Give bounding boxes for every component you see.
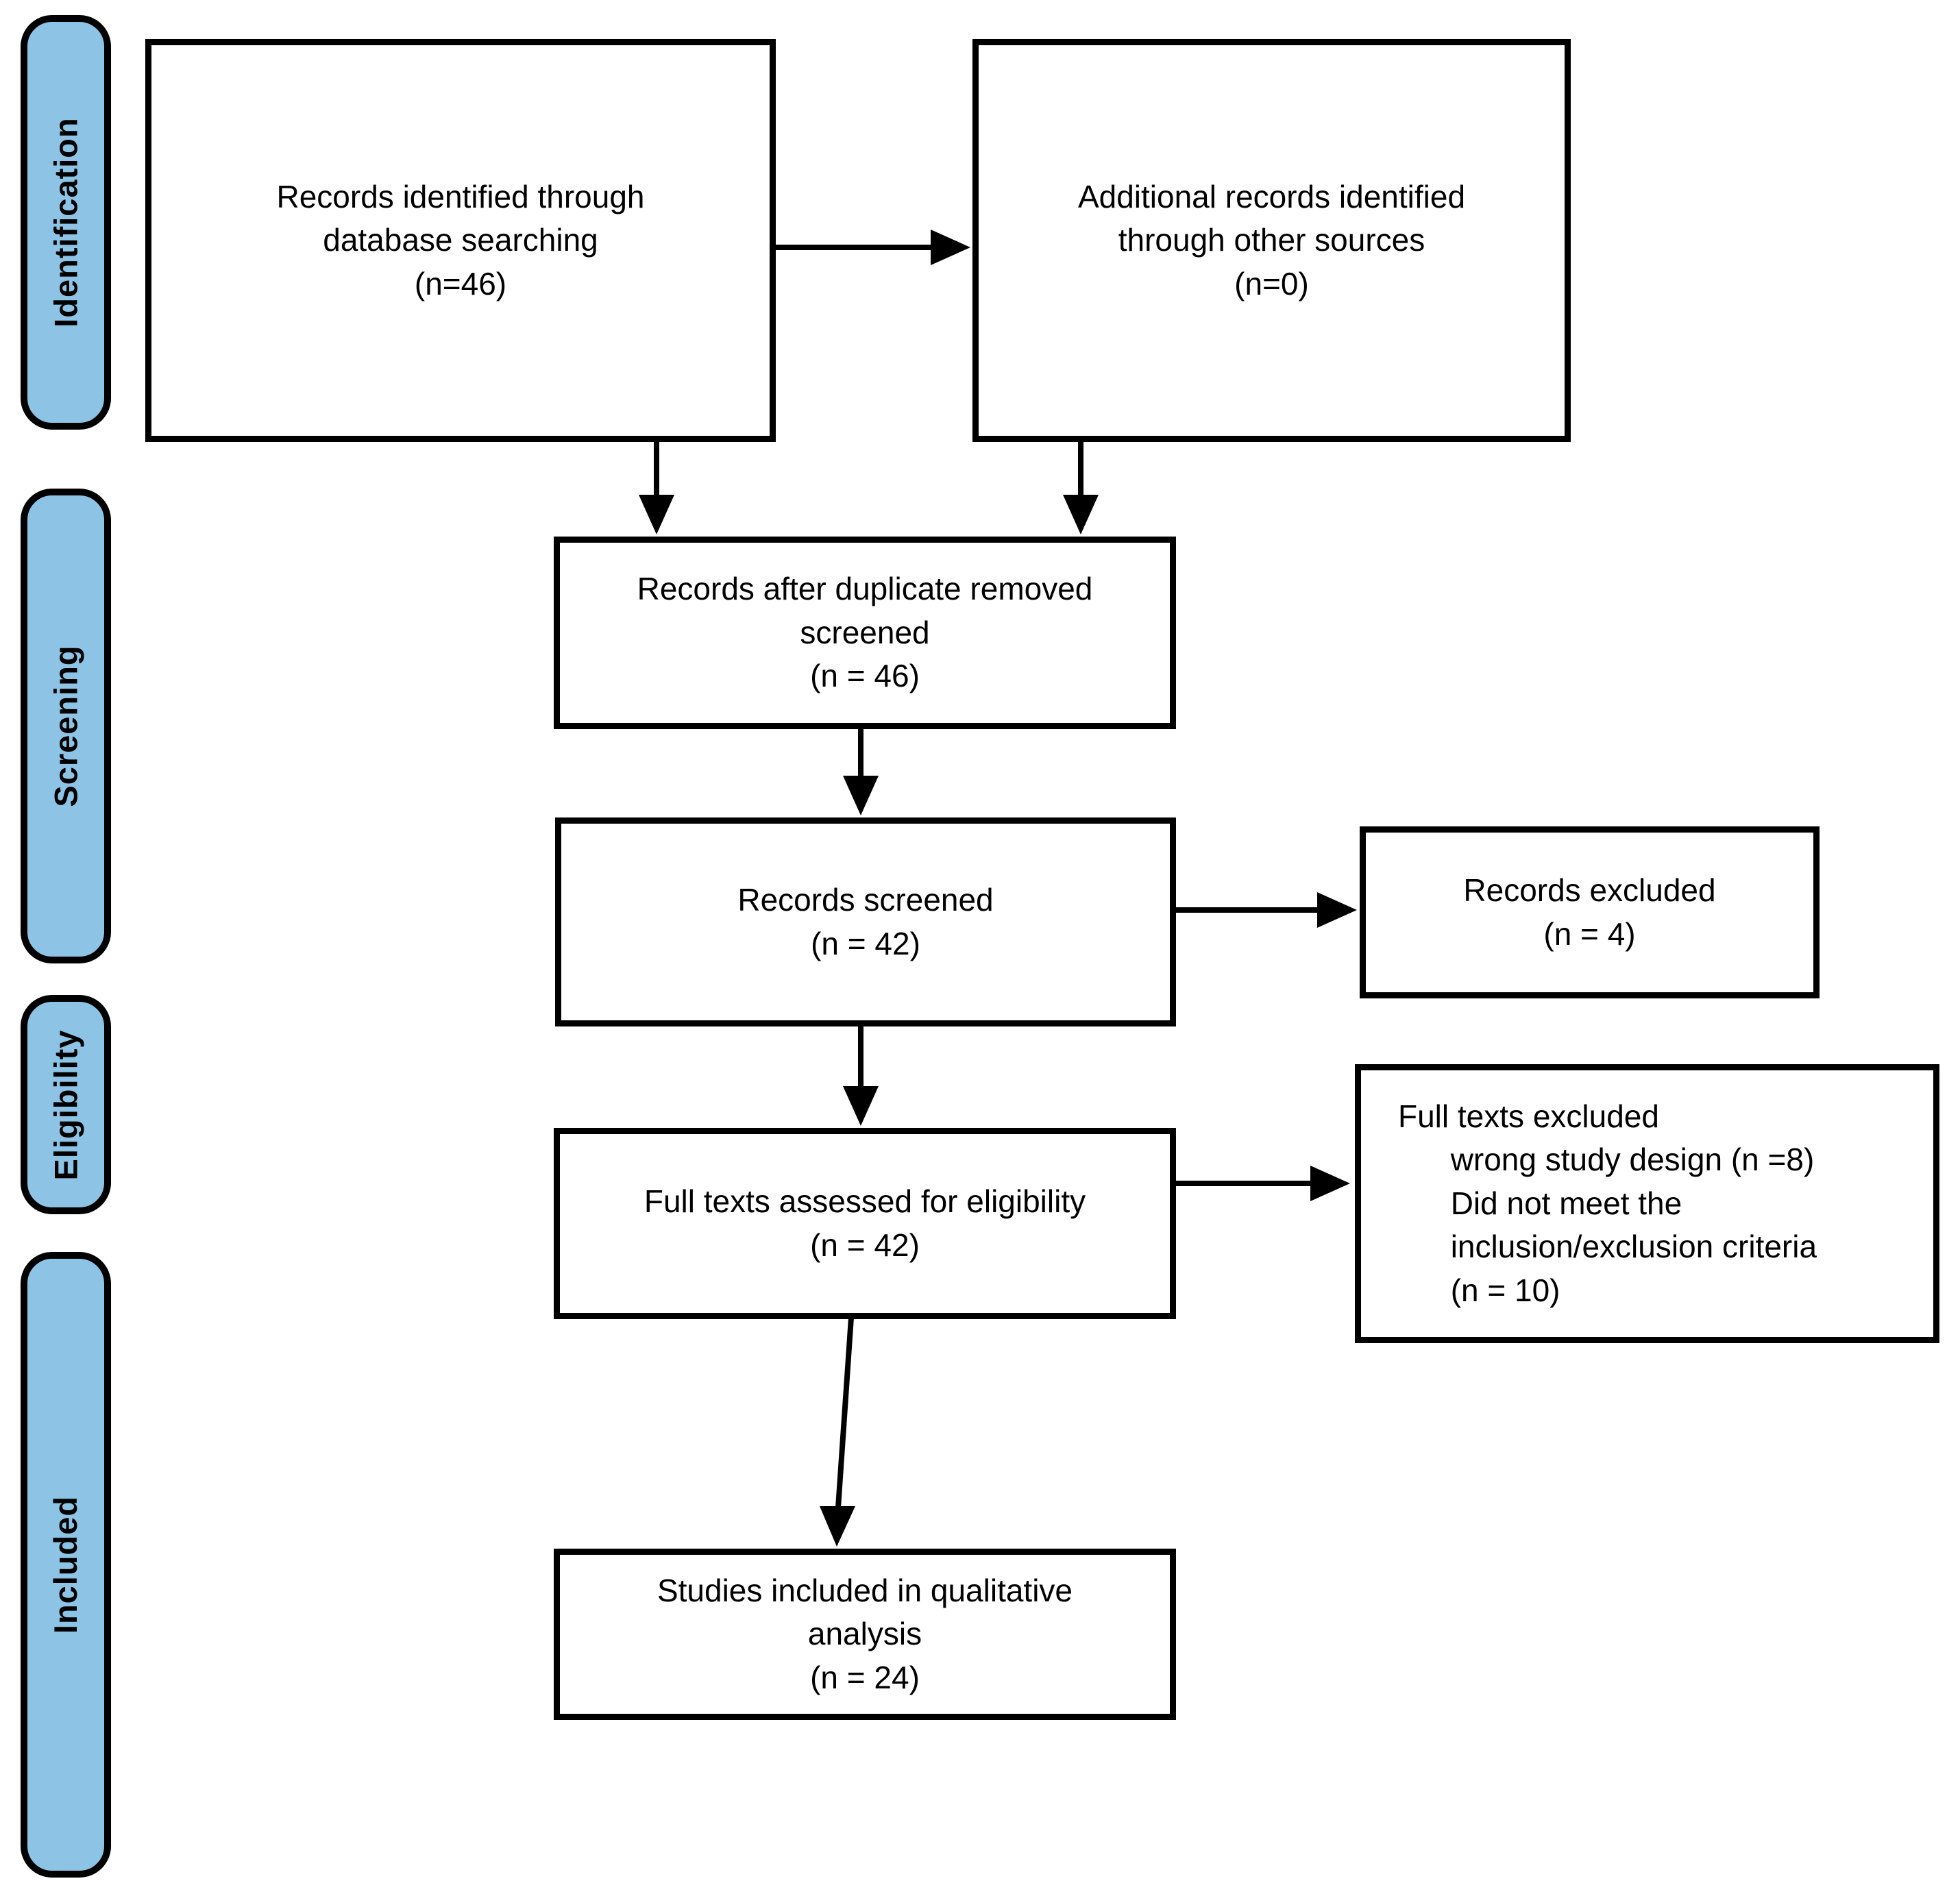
stage-eligibility: Eligibility — [21, 995, 111, 1214]
arrow-screened-to-excluded-head — [1317, 892, 1357, 928]
arrow-fulltext-to-included-head — [820, 1506, 855, 1547]
stage-identification-label: Identification — [47, 117, 84, 328]
stage-screening: Screening — [21, 489, 111, 963]
stage-identification: Identification — [21, 15, 111, 430]
arrow-duplicates-to-screened-head — [843, 776, 879, 815]
arrow-identified-to-additional-head — [931, 230, 970, 265]
stage-included-label: Included — [47, 1495, 84, 1634]
arrow-fulltext-to-ftexcluded-head — [1310, 1166, 1350, 1201]
arrow-identified-to-duplicates-head — [639, 495, 674, 534]
box-studies-included: Studies included in qualitative analysis… — [554, 1549, 1176, 1720]
box-records-identified: Records identified through database sear… — [145, 39, 776, 442]
stage-eligibility-label: Eligibility — [47, 1029, 84, 1180]
stage-screening-label: Screening — [47, 645, 84, 807]
box-records-excluded: Records excluded (n = 4) — [1360, 826, 1820, 998]
box-after-duplicates: Records after duplicate removed screened… — [554, 537, 1176, 729]
arrow-screened-to-fulltext-head — [843, 1086, 879, 1126]
box-fulltext-assessed: Full texts assessed for eligibility (n =… — [554, 1128, 1176, 1319]
box-additional-records: Additional records identified through ot… — [972, 39, 1571, 442]
box-records-screened: Records screened (n = 42) — [555, 817, 1176, 1026]
box-fulltext-excluded: Full texts excluded wrong study design (… — [1355, 1064, 1939, 1343]
arrow-additional-to-duplicates-head — [1063, 495, 1099, 534]
stage-included: Included — [21, 1252, 111, 1878]
arrow-fulltext-to-included-line — [835, 1317, 854, 1508]
